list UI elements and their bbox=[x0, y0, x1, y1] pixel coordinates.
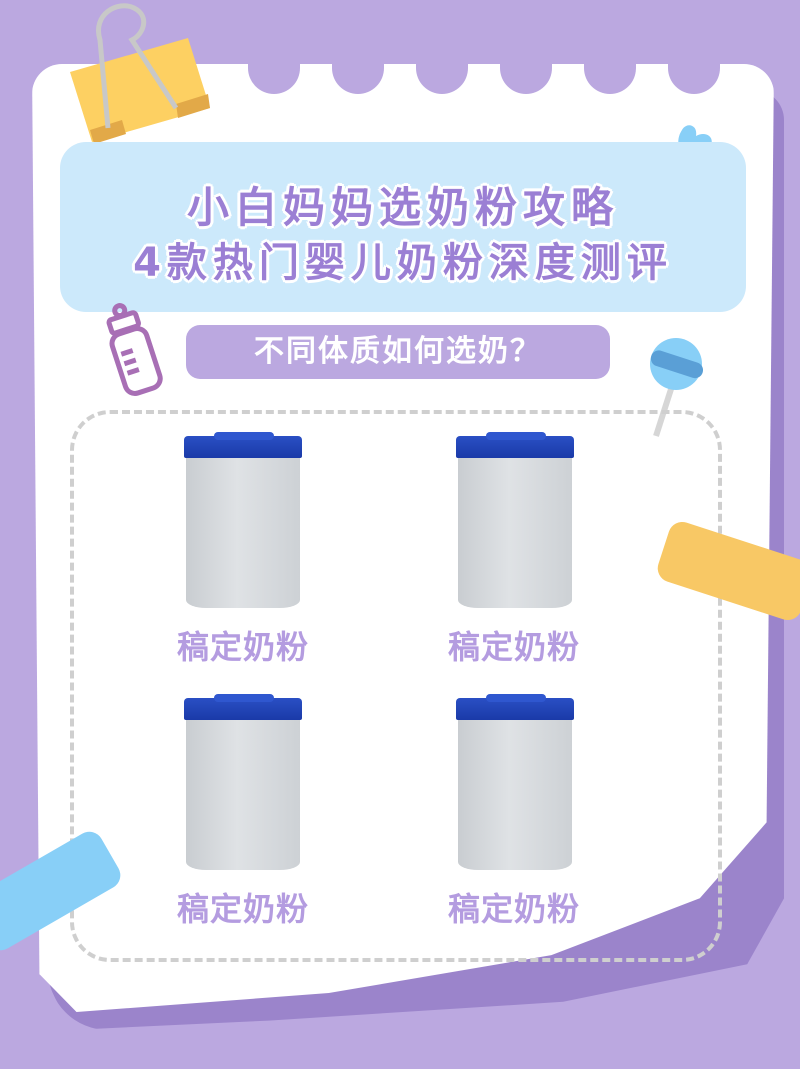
title-line-2: 4款热门婴儿奶粉深度测评 bbox=[133, 240, 673, 286]
baby-bottle-icon bbox=[106, 303, 163, 396]
title-line-1: 小白妈妈选奶粉攻略 bbox=[186, 183, 619, 232]
scallop bbox=[668, 38, 720, 94]
scallop bbox=[416, 38, 468, 94]
products-frame bbox=[70, 410, 722, 962]
product-can-image bbox=[456, 694, 574, 870]
scallop bbox=[500, 38, 552, 94]
product-label: 稿定奶粉 bbox=[447, 628, 580, 666]
product-label: 稿定奶粉 bbox=[447, 890, 580, 928]
product-label: 稿定奶粉 bbox=[176, 628, 309, 666]
title-box bbox=[60, 142, 746, 312]
binder-clip-icon bbox=[70, 3, 210, 144]
product-can-image bbox=[456, 432, 574, 608]
product-label: 稿定奶粉 bbox=[176, 890, 309, 928]
scallop bbox=[332, 38, 384, 94]
lollipop-icon bbox=[650, 338, 704, 437]
product-can-image bbox=[184, 432, 302, 608]
scallop bbox=[248, 38, 300, 94]
product-can-image bbox=[184, 694, 302, 870]
subtitle-pill: 不同体质如何选奶？ bbox=[186, 325, 610, 379]
scallop bbox=[584, 38, 636, 94]
